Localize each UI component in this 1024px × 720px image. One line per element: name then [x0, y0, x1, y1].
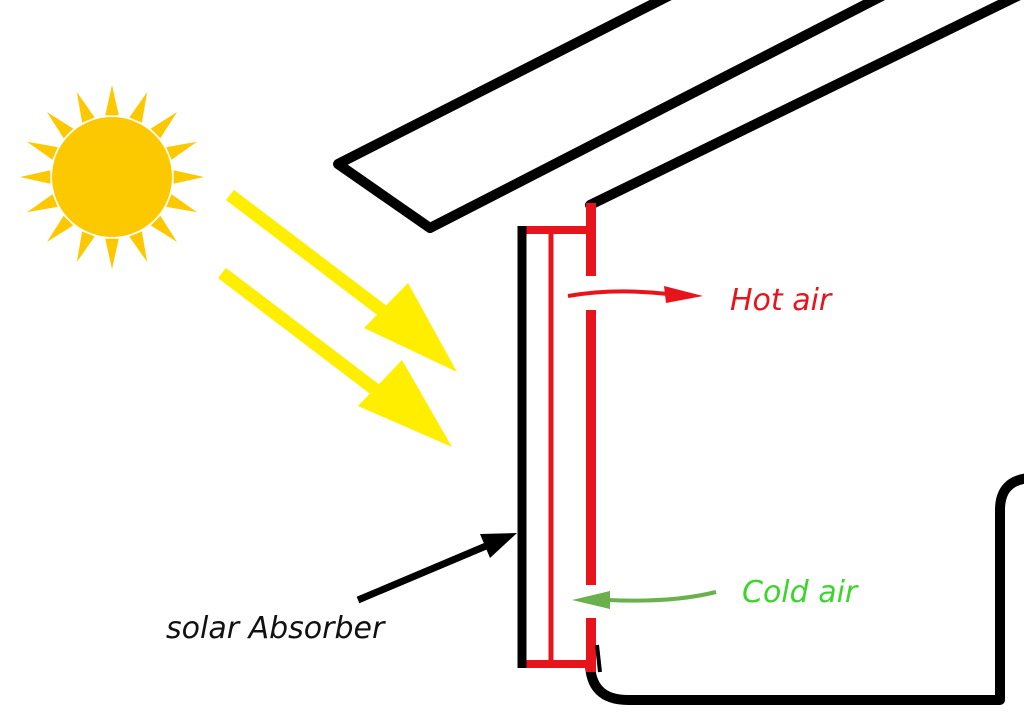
wall-base-mark [595, 644, 602, 673]
sun-spike [20, 170, 51, 184]
cold-air-label: Cold air [742, 575, 858, 610]
sun-spike [166, 194, 197, 213]
roof-outline [333, 0, 886, 233]
sun-spikes [20, 85, 204, 269]
house-wall-outline [585, 473, 1024, 705]
roof-eave-line [585, 0, 1021, 210]
sun-spike [150, 215, 178, 243]
cold-air-arrow [572, 590, 717, 609]
sun-spike [105, 238, 119, 269]
sun-spike [76, 92, 95, 123]
sun-spike [27, 141, 58, 160]
sun-spike [105, 85, 119, 116]
sun-spike [129, 92, 148, 123]
sun-spike [166, 141, 197, 160]
sunlight-arrow-lower [218, 267, 452, 447]
sun-spike [46, 215, 74, 243]
sun-disc [52, 117, 172, 237]
sun-spike [129, 231, 148, 262]
sun-spike [46, 111, 74, 139]
solar-absorber-label: solar Absorber [166, 611, 385, 646]
sun-spike [27, 194, 58, 213]
sun-spike [76, 231, 95, 262]
sun-spike [150, 111, 178, 139]
absorber-pointer-arrow [356, 533, 517, 604]
hot-air-label: Hot air [730, 283, 832, 318]
sunlight-arrow-upper [226, 189, 457, 372]
hot-air-arrow [567, 286, 703, 303]
sun-spike [173, 170, 204, 184]
sun-icon [20, 85, 204, 269]
